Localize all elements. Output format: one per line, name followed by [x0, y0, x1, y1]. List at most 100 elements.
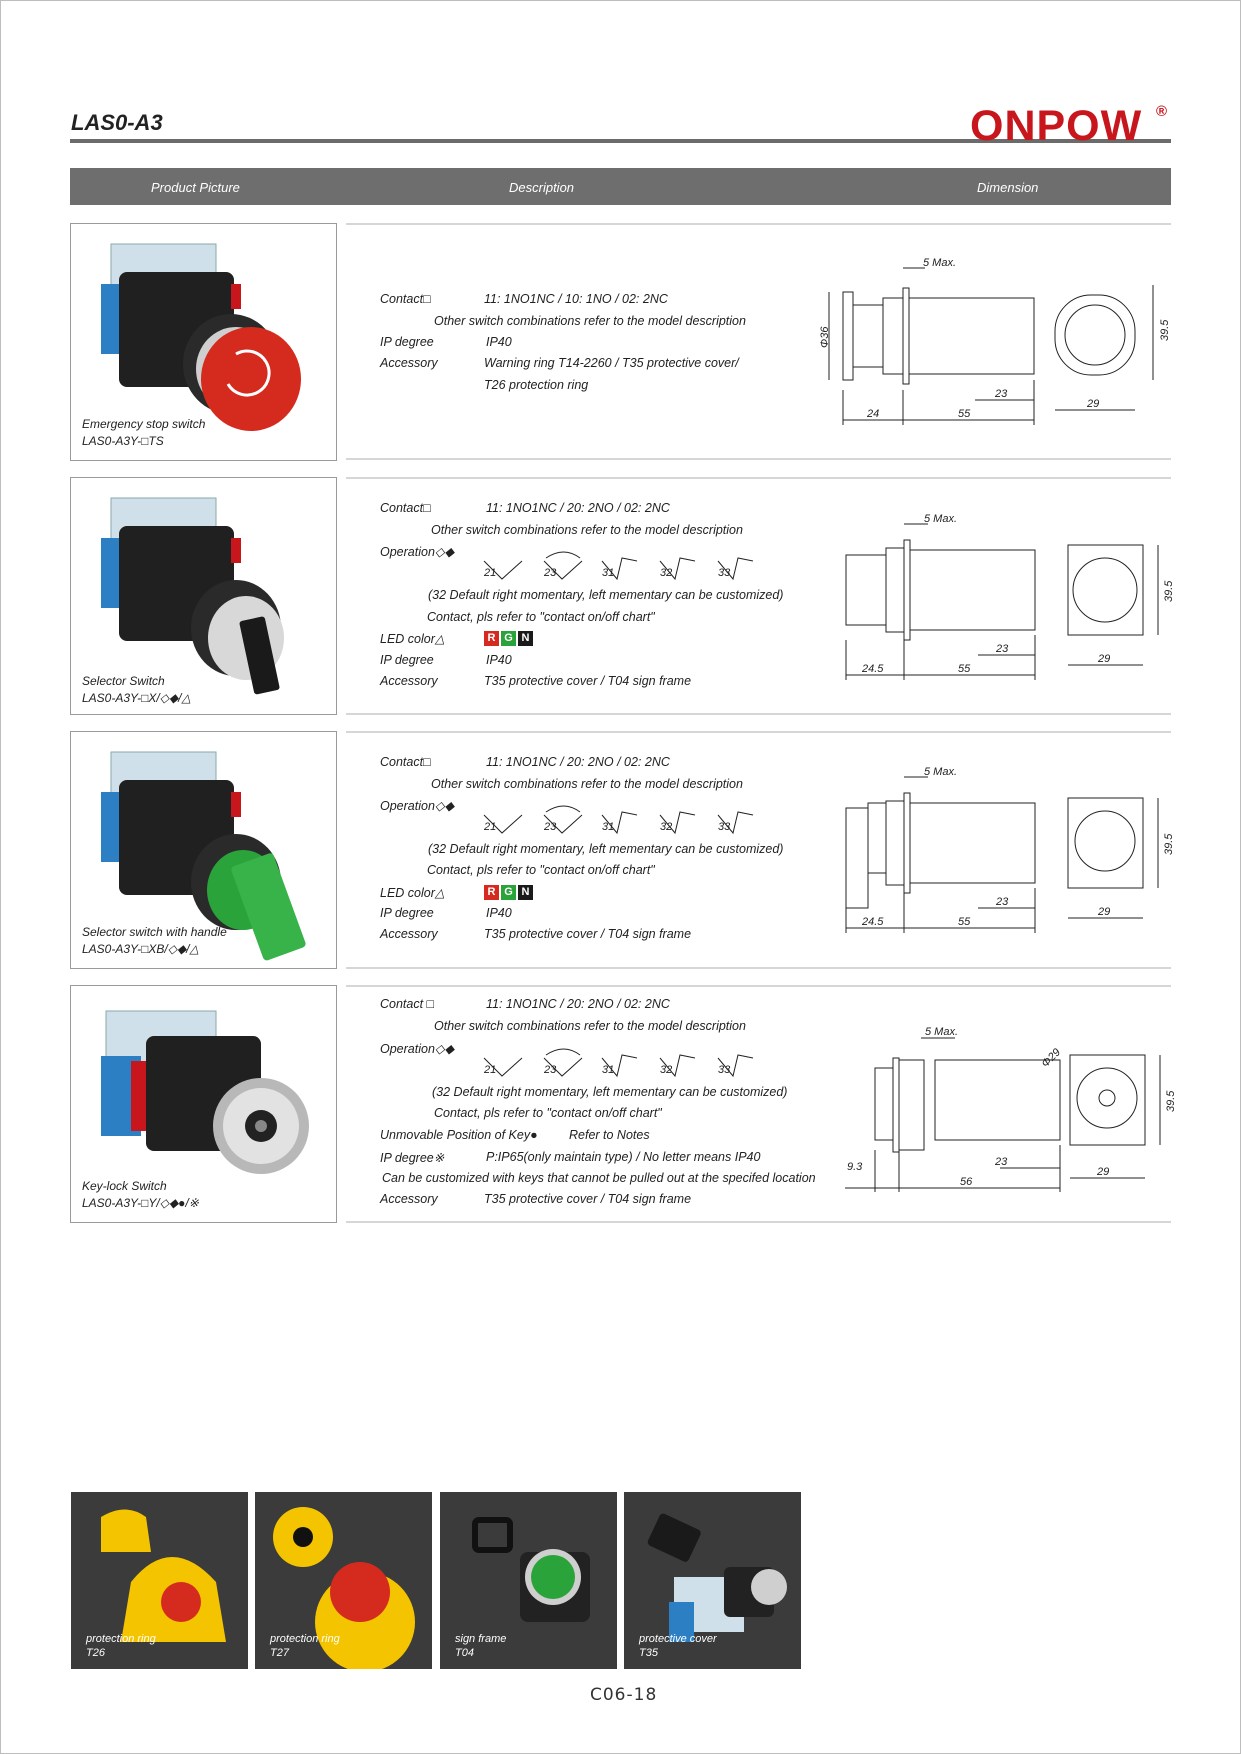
dim-c: 23 — [995, 896, 1009, 908]
accessory-code: T26 — [86, 1647, 105, 1659]
operation-symbols — [483, 805, 754, 835]
accessory-t27-image — [255, 1492, 432, 1669]
onpow-logo: ONPOW ® — [970, 102, 1167, 146]
product-image-emergency-stop: Emergency stop switch LAS0-A3Y-□TS — [70, 223, 337, 461]
led-label: LED color△ — [380, 886, 445, 900]
dim-c: 23 — [994, 1156, 1008, 1168]
title-rule — [70, 139, 1171, 143]
accessory-t27: protection ring T27 — [255, 1492, 432, 1669]
operation-note: (32 Default right momentary, left mement… — [428, 588, 784, 602]
operation-code: 31 — [602, 567, 615, 579]
accessory-label: Accessory — [380, 927, 438, 941]
dim-h: 39.5 — [1165, 1090, 1175, 1112]
contact-value: 11: 1NO1NC / 20: 2NO / 02: 2NC — [486, 755, 670, 769]
operation-label: Operation◇◆ — [380, 799, 455, 813]
accessory-label: Accessory — [380, 1192, 438, 1206]
column-description: Description — [509, 180, 575, 195]
accessory-value: T35 protective cover / T04 sign frame — [484, 674, 692, 688]
product-model: LAS0-A3Y-□Y/◇◆●/※ — [82, 1196, 199, 1210]
dim-dia: Φ36 — [819, 326, 831, 348]
page-title: LAS0-A3 — [71, 110, 163, 135]
dim-c: 23 — [994, 388, 1008, 400]
dimension-svg: 5 Max. 24.5 55 23 29 39.5 — [845, 766, 1175, 933]
operation-code: 32 — [660, 1064, 673, 1076]
selector-switch-image — [101, 497, 284, 695]
accessory-t26-image — [71, 1492, 248, 1669]
logo-text: ONPOW — [970, 102, 1142, 146]
contact-value: 11: 1NO1NC / 20: 2NO / 02: 2NC — [486, 997, 670, 1011]
row-rule — [346, 458, 1171, 460]
accessory-t35: protective cover T35 — [624, 1492, 801, 1669]
operation-code: 33 — [718, 821, 731, 833]
dim-h: 39.5 — [1163, 833, 1175, 855]
led-none: N — [518, 885, 533, 901]
row-rule — [346, 1221, 1171, 1223]
ip-value: IP40 — [486, 906, 512, 920]
logo-registered-mark: ® — [1156, 103, 1167, 120]
accessory-code: T04 — [455, 1647, 474, 1659]
operation-code: 32 — [660, 821, 673, 833]
accessory-name: protection ring — [270, 1633, 340, 1645]
row-rule — [346, 477, 1171, 479]
operation-code: 31 — [602, 1064, 615, 1076]
product-name: Key-lock Switch — [82, 1179, 167, 1193]
emergency-stop-image — [101, 243, 301, 431]
other-combinations: Other switch combinations refer to the m… — [431, 523, 743, 537]
selector-handle-image — [101, 751, 306, 961]
operation-symbols — [483, 551, 754, 581]
operation-code: 33 — [718, 1064, 731, 1076]
operation-code: 21 — [484, 821, 497, 833]
contact-note: Contact, pls refer to "contact on/off ch… — [427, 863, 655, 877]
accessory-value: Warning ring T14-2260 / T35 protective c… — [484, 356, 739, 370]
ip-label: IP degree※ — [380, 1151, 445, 1165]
accessory-t04: sign frame T04 — [440, 1492, 617, 1669]
column-product-picture: Product Picture — [151, 180, 240, 195]
dim-c: 23 — [995, 643, 1009, 655]
column-header-bar: Product Picture Description Dimension — [70, 168, 1171, 205]
ip-value: IP40 — [486, 335, 512, 349]
led-green: G — [501, 631, 516, 647]
ip-label: IP degree — [380, 906, 434, 920]
accessory-label: Accessory — [380, 356, 438, 370]
operation-code: 32 — [660, 567, 673, 579]
accessory-t26: protection ring T26 — [71, 1492, 248, 1669]
row-rule — [346, 223, 1171, 225]
product-model: LAS0-A3Y-□XB/◇◆/△ — [82, 942, 199, 956]
dim-b: 55 — [958, 916, 971, 928]
ip-label: IP degree — [380, 653, 434, 667]
unmovable-key-value: Refer to Notes — [569, 1128, 650, 1142]
accessory-code: T35 — [639, 1647, 658, 1659]
dimension-svg: 5 Max. Φ36 24 55 23 29 39.5 — [819, 257, 1171, 425]
dimension-svg: 5 Max. Φ29 9.3 56 23 29 39.5 — [845, 1026, 1175, 1192]
accessory-name: protection ring — [86, 1633, 156, 1645]
dim-h: 39.5 — [1159, 319, 1171, 341]
ip-value: IP40 — [486, 653, 512, 667]
dim-b: 56 — [960, 1176, 973, 1188]
product-image-key-lock: Key-lock Switch LAS0-A3Y-□Y/◇◆●/※ — [70, 985, 337, 1223]
product-image-selector-switch: Selector Switch LAS0-A3Y-□X/◇◆/△ — [70, 477, 337, 715]
led-green: G — [501, 885, 516, 901]
dim-a: 9.3 — [847, 1161, 863, 1173]
dim-a: 24 — [866, 408, 879, 420]
dim-w: 29 — [1097, 906, 1110, 918]
led-label: LED color△ — [380, 632, 445, 646]
row-rule — [346, 985, 1171, 987]
contact-label: Contact□ — [380, 755, 431, 769]
product-model: LAS0-A3Y-□TS — [82, 434, 164, 448]
accessory-t04-image — [440, 1492, 617, 1669]
ip-value: P:IP65(only maintain type) / No letter m… — [486, 1150, 761, 1164]
operation-label: Operation◇◆ — [380, 545, 455, 559]
contact-note: Contact, pls refer to "contact on/off ch… — [434, 1106, 662, 1120]
contact-note: Contact, pls refer to "contact on/off ch… — [427, 610, 655, 624]
product-name: Emergency stop switch — [82, 417, 206, 431]
dim-w: 29 — [1086, 398, 1099, 410]
operation-note: (32 Default right momentary, left mement… — [428, 842, 784, 856]
product-model: LAS0-A3Y-□X/◇◆/△ — [82, 691, 191, 705]
product-image-selector-handle: Selector switch with handle LAS0-A3Y-□XB… — [70, 731, 337, 969]
row-rule — [346, 967, 1171, 969]
dim-max: 5 Max. — [923, 257, 956, 269]
operation-code: 21 — [484, 567, 497, 579]
led-red: R — [484, 885, 499, 901]
contact-label: Contact □ — [380, 997, 435, 1011]
